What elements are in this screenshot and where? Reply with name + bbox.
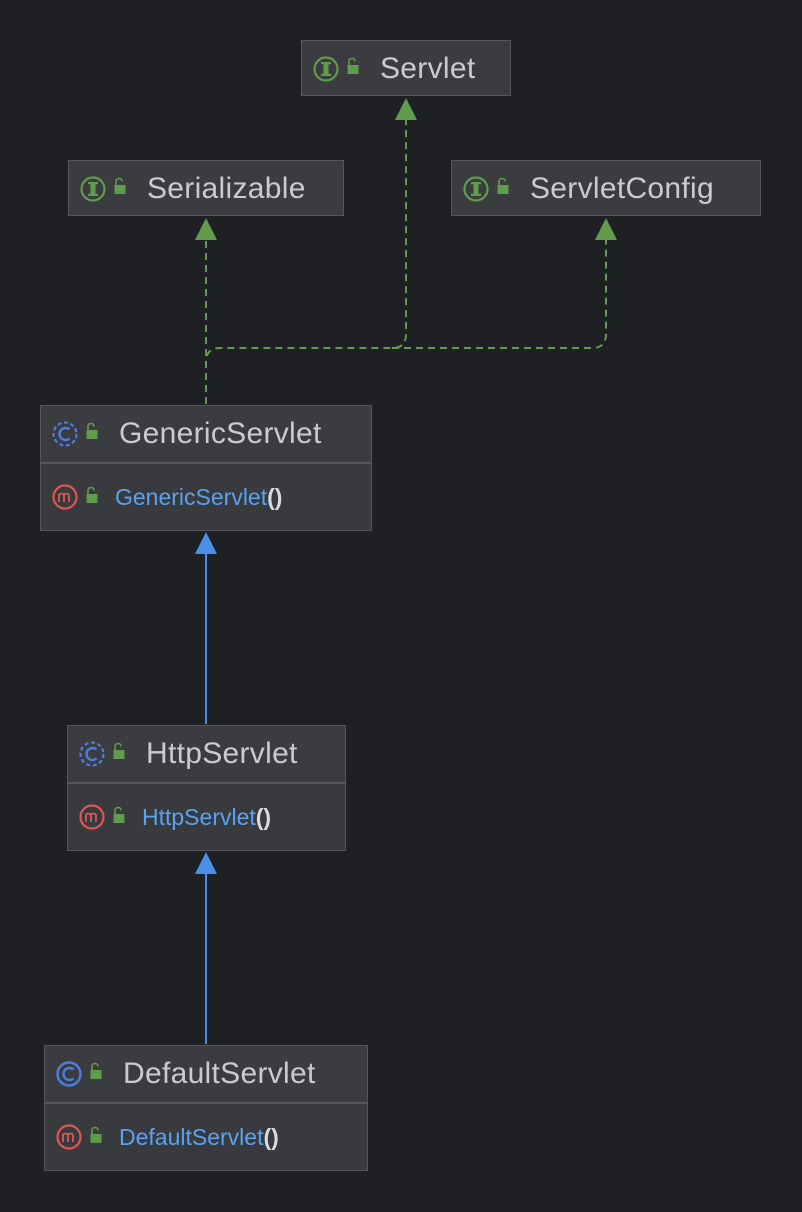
interface-icon xyxy=(79,175,107,203)
edge-genericservlet-servletconfig xyxy=(392,238,607,349)
edge-genericservlet-servlet xyxy=(205,118,407,404)
node-httpservlet[interactable]: HttpServlet HttpServlet() xyxy=(67,725,346,851)
class-name: Serializable xyxy=(147,171,306,205)
node-servlet[interactable]: Servlet xyxy=(301,40,511,96)
method-row[interactable]: DefaultServlet() xyxy=(45,1102,367,1170)
method-name: GenericServlet xyxy=(115,483,268,510)
public-lock-icon xyxy=(85,422,99,445)
node-header: GenericServlet xyxy=(41,406,371,461)
public-lock-icon xyxy=(112,742,126,765)
class-name: GenericServlet xyxy=(119,416,322,450)
method-icon xyxy=(55,1123,83,1151)
arrowhead-servletconfig xyxy=(595,218,617,240)
node-defaultservlet[interactable]: DefaultServlet DefaultServlet() xyxy=(44,1045,368,1171)
node-header: Serializable xyxy=(69,161,343,216)
interface-icon xyxy=(312,55,340,83)
node-header: Servlet xyxy=(302,41,510,96)
public-lock-icon xyxy=(346,57,360,80)
class-icon xyxy=(55,1060,83,1088)
class-name: Servlet xyxy=(380,51,476,85)
method-parens: () xyxy=(267,483,283,510)
method-row[interactable]: GenericServlet() xyxy=(41,462,371,530)
class-name: DefaultServlet xyxy=(123,1056,316,1090)
public-lock-icon xyxy=(496,177,510,200)
class-name: ServletConfig xyxy=(530,171,714,205)
method-icon xyxy=(78,803,106,831)
node-header: DefaultServlet xyxy=(45,1046,367,1101)
public-lock-icon xyxy=(112,806,126,829)
abstract-class-icon xyxy=(51,420,79,448)
node-genericservlet[interactable]: GenericServlet GenericServlet() xyxy=(40,405,372,531)
arrowhead-serializable xyxy=(195,218,217,240)
arrowhead-genericservlet xyxy=(195,532,217,554)
public-lock-icon xyxy=(89,1126,103,1149)
method-name: HttpServlet xyxy=(142,803,256,830)
node-servletconfig[interactable]: ServletConfig xyxy=(451,160,761,216)
public-lock-icon xyxy=(85,486,99,509)
abstract-class-icon xyxy=(78,740,106,768)
method-icon xyxy=(51,483,79,511)
method-row[interactable]: HttpServlet() xyxy=(68,782,345,850)
public-lock-icon xyxy=(89,1062,103,1085)
arrowhead-servlet xyxy=(395,98,417,120)
method-parens: () xyxy=(263,1123,279,1150)
arrowhead-httpservlet xyxy=(195,852,217,874)
method-parens: () xyxy=(255,803,272,830)
node-header: ServletConfig xyxy=(452,161,760,216)
method-name: DefaultServlet xyxy=(119,1123,264,1150)
public-lock-icon xyxy=(113,177,127,200)
interface-icon xyxy=(462,175,490,203)
class-name: HttpServlet xyxy=(146,736,298,770)
node-header: HttpServlet xyxy=(68,726,345,781)
node-serializable[interactable]: Serializable xyxy=(68,160,344,216)
